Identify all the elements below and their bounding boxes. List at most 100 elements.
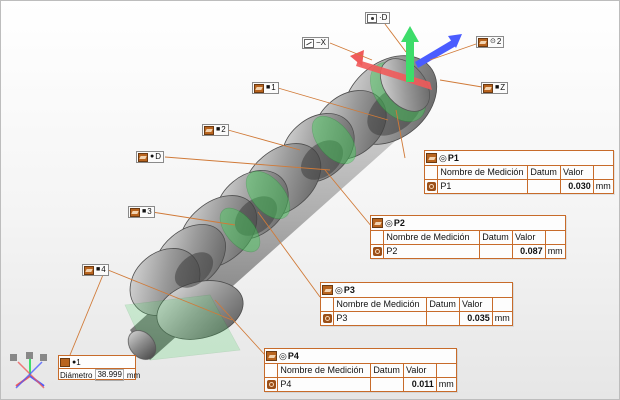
measurement-value: 0.030 <box>561 180 594 193</box>
measurement-datum <box>371 378 405 391</box>
table-title: P1 <box>447 153 459 163</box>
measurement-table-icon <box>322 285 333 295</box>
measurement-table-icon <box>426 153 437 163</box>
measure-icon <box>371 245 385 258</box>
datum-flag-1[interactable]: ■ 1 <box>252 82 279 94</box>
square-icon: ■ <box>216 126 221 133</box>
diameter-header: ● 1 <box>59 356 135 369</box>
measure-icon <box>425 180 439 193</box>
column-header: Datum <box>371 364 405 377</box>
table-row[interactable]: P3 0.035 mm <box>321 312 512 325</box>
diameter-unit: mm <box>126 370 141 380</box>
square-icon: ■ <box>142 208 147 215</box>
model-axes <box>350 26 462 90</box>
measurement-table-p2[interactable]: ◎ P2 Nombre de Medición Datum Valor P2 0… <box>370 215 566 259</box>
datum-flag-icon <box>478 37 488 47</box>
datum-flag-icon <box>204 125 214 135</box>
diameter-row: Diámetro 38.999 mm <box>59 369 140 381</box>
gear-icon: ◎ <box>279 350 287 361</box>
table-row[interactable]: P4 0.011 mm <box>265 378 456 391</box>
flag-label: Z <box>500 83 506 92</box>
measurement-value: 0.035 <box>460 312 493 325</box>
datum-flag-2-top[interactable]: ⊙ 2 <box>476 36 505 48</box>
datum-flag-4[interactable]: ■ 4 <box>82 264 109 276</box>
column-header: Nombre de Medición <box>278 364 372 377</box>
diameter-callout[interactable]: ● 1 Diámetro 38.999 mm <box>58 355 140 381</box>
table-title: P4 <box>287 351 299 361</box>
column-header: Nombre de Medición <box>384 231 481 244</box>
column-headers: Nombre de Medición Datum Valor <box>371 231 565 245</box>
column-headers: Nombre de Medición Datum Valor <box>265 364 456 378</box>
square-icon: ■ <box>96 266 101 273</box>
column-header: Datum <box>427 298 461 311</box>
table-header: ◎ P3 <box>321 283 512 298</box>
measurement-value: 0.011 <box>404 378 437 391</box>
circle-icon: ⊙ <box>490 38 496 45</box>
column-header: Valor <box>460 298 493 311</box>
measurement-table-icon <box>372 218 383 228</box>
column-header: Datum <box>480 231 513 244</box>
table-row[interactable]: P2 0.087 mm <box>371 245 565 258</box>
gear-icon: ◎ <box>439 152 447 163</box>
measurement-name: P1 <box>438 180 529 193</box>
table-header: ◎ P2 <box>371 216 565 231</box>
flag-label: 2 <box>221 125 226 134</box>
table-row[interactable]: P1 0.030 mm <box>425 180 613 193</box>
column-header: Nombre de Medición <box>334 298 428 311</box>
measurement-unit: mm <box>494 313 510 323</box>
datum-flag-icon <box>138 152 148 162</box>
column-header: Nombre de Medición <box>438 166 529 179</box>
flag-label: 3 <box>147 207 152 216</box>
column-header: Valor <box>513 231 546 244</box>
gear-icon: ◎ <box>335 284 343 295</box>
table-header: ◎ P4 <box>265 349 456 364</box>
diameter-value: 38.999 <box>95 369 124 381</box>
flag-label: −X <box>316 38 327 47</box>
datum-flag-icon <box>60 357 70 367</box>
measurement-table-p1[interactable]: ◎ P1 Nombre de Medición Datum Valor P1 0… <box>424 150 614 194</box>
measure-icon <box>321 312 335 325</box>
measurement-table-p4[interactable]: ◎ P4 Nombre de Medición Datum Valor P4 0… <box>264 348 457 392</box>
datum-flag-d-top[interactable]: ·D <box>365 12 391 24</box>
measurement-unit: mm <box>438 379 454 389</box>
datum-flag-icon <box>84 265 94 275</box>
square-icon: ■ <box>266 84 271 91</box>
table-title: P2 <box>393 218 405 228</box>
measurement-table-p3[interactable]: ◎ P3 Nombre de Medición Datum Valor P3 0… <box>320 282 513 326</box>
measure-icon <box>265 378 279 391</box>
datum-flag-z[interactable]: ■ Z <box>481 82 509 94</box>
datum-flag-icon <box>254 83 264 93</box>
view-triad-icon[interactable] <box>10 352 50 392</box>
measurement-unit: mm <box>547 246 563 256</box>
datum-flag-minus-x[interactable]: −X <box>302 37 330 49</box>
column-header: Datum <box>528 166 562 179</box>
measurement-datum <box>528 180 562 193</box>
dot-icon: ● <box>150 153 155 160</box>
measurement-value: 0.087 <box>513 245 546 258</box>
datum-flag-2[interactable]: ■ 2 <box>202 124 229 136</box>
square-icon: ■ <box>495 84 500 91</box>
measurement-name: P3 <box>334 312 428 325</box>
flag-label: D <box>155 152 162 161</box>
datum-flag-d[interactable]: ● D <box>136 151 165 163</box>
measurement-datum <box>427 312 461 325</box>
table-header: ◎ P1 <box>425 151 613 166</box>
measurement-name: P2 <box>384 245 481 258</box>
point-icon <box>367 13 377 23</box>
column-headers: Nombre de Medición Datum Valor <box>321 298 512 312</box>
axis-icon <box>304 38 314 48</box>
datum-flag-3[interactable]: ■ 3 <box>128 206 155 218</box>
column-header: Valor <box>561 166 594 179</box>
datum-flag-icon <box>130 207 140 217</box>
dot-icon: ● <box>72 358 77 366</box>
diameter-label: Diámetro <box>60 370 93 380</box>
column-header: Valor <box>404 364 437 377</box>
measurement-table-icon <box>266 351 277 361</box>
gear-icon: ◎ <box>385 217 393 228</box>
flag-label: 2 <box>496 37 502 46</box>
column-headers: Nombre de Medición Datum Valor <box>425 166 613 180</box>
flag-label: 1 <box>271 83 276 92</box>
leader-lines <box>69 23 489 356</box>
flag-label: 1 <box>76 357 81 367</box>
